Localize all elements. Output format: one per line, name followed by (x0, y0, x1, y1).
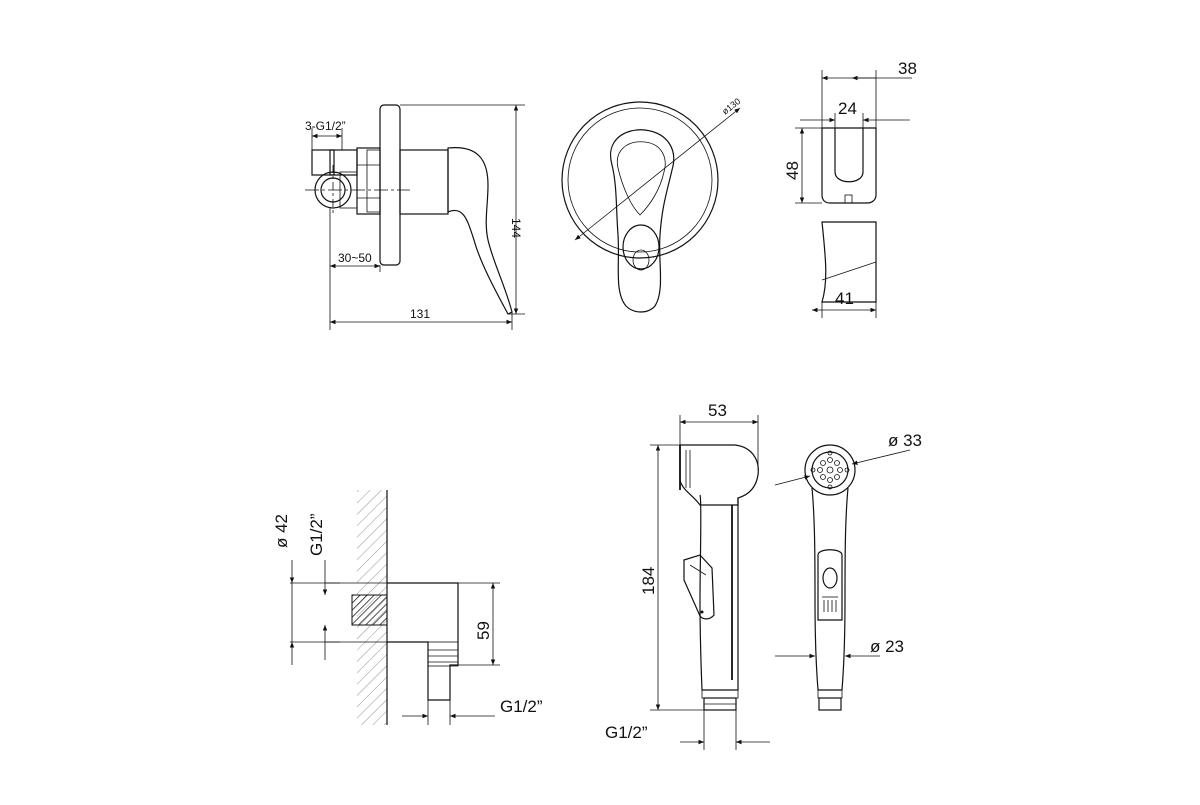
elbow-diameter: ø 42 (272, 514, 291, 548)
mixer-top-view: 38 24 48 41 (783, 59, 917, 318)
handshower-length: 184 (639, 567, 658, 595)
handshower-side-view: 53 184 G1/2” (605, 401, 770, 750)
mixer-total-length: 131 (410, 307, 430, 321)
bottom-width: 41 (835, 289, 854, 308)
elbow-height: 59 (474, 621, 493, 640)
mixer-front-view: ø130 (561, 96, 742, 313)
mixer-depth-range: 30~50 (338, 251, 372, 265)
elbow-thread: G1/2” (307, 513, 326, 556)
mixer-side-view: 3-G1/2” 30~50 131 144 (305, 104, 525, 330)
handshower-front-view: ø 33 ø 23 (774, 431, 922, 711)
head-diameter: ø 33 (888, 431, 922, 450)
handshower-width: 53 (708, 401, 727, 420)
top-width-inner: 24 (838, 99, 857, 118)
mixer-height: 144 (509, 218, 523, 238)
elbow-outlet-thread: G1/2” (500, 697, 543, 716)
handle-diameter: ø 23 (870, 637, 904, 656)
spray-nozzles (810, 450, 850, 490)
mixer-thread-label: 3-G1/2” (305, 119, 346, 133)
top-height: 48 (783, 161, 802, 180)
mixer-plate-diameter: ø130 (720, 96, 742, 117)
wall-elbow-view: ø 42 G1/2” 59 G1/2” (272, 490, 543, 725)
handshower-thread: G1/2” (605, 723, 648, 742)
top-width-outer: 38 (898, 59, 917, 78)
